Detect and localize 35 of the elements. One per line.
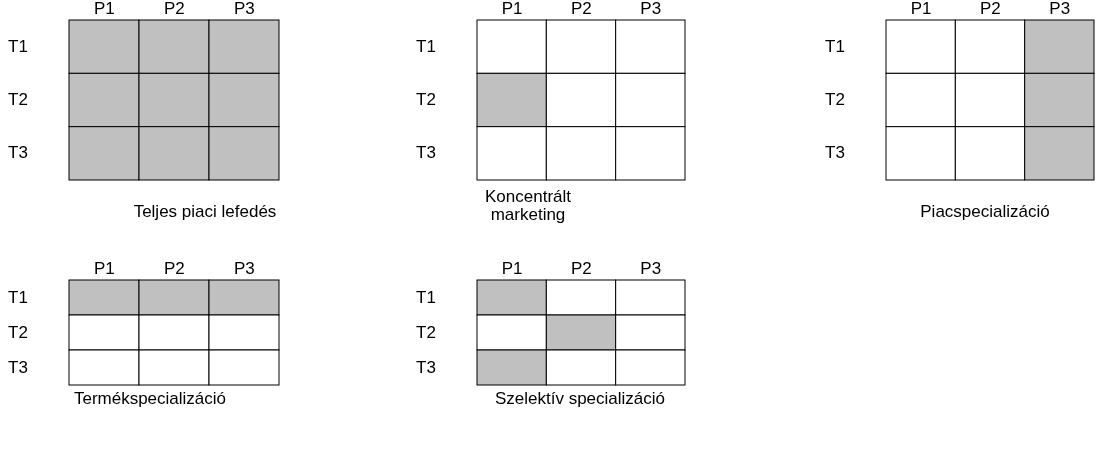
matrix-caption: Termékspecializáció (72, 390, 228, 408)
column-header: P2 (571, 260, 592, 278)
column-header: P1 (94, 0, 115, 18)
column-header: P1 (501, 260, 523, 278)
row-header: T2 (825, 91, 845, 109)
column-header: P3 (640, 260, 662, 278)
column-header: P3 (640, 0, 662, 18)
row-header: T1 (416, 288, 436, 307)
column-header: P2 (164, 0, 185, 18)
row-header: T3 (416, 358, 436, 377)
column-header: P3 (234, 260, 255, 278)
row-header: T1 (8, 288, 28, 307)
row-header: T2 (8, 91, 28, 109)
matrix-caption: Piacspecializáció (919, 203, 1051, 221)
row-header: T2 (8, 323, 28, 342)
column-header: P3 (234, 0, 255, 18)
row-header: T3 (8, 358, 28, 377)
column-header: P1 (910, 0, 932, 18)
matrix-caption: Teljes piaci lefedés (132, 203, 278, 221)
column-header: P2 (571, 0, 592, 18)
matrix-caption: Szelektív specializáció (493, 390, 667, 408)
row-header: T2 (416, 91, 436, 109)
row-header: T1 (8, 37, 28, 56)
row-header: T3 (825, 144, 845, 163)
column-header: P2 (980, 0, 1001, 18)
column-header: P1 (501, 0, 523, 18)
row-header: T3 (8, 144, 28, 163)
row-header: T1 (825, 37, 845, 56)
row-header: T2 (416, 323, 436, 342)
matrix-caption: Koncentrált marketing (484, 188, 572, 224)
row-header: T1 (416, 37, 436, 56)
column-header: P2 (164, 260, 185, 278)
row-header: T3 (416, 144, 436, 163)
column-header: P1 (94, 260, 115, 278)
column-header: P3 (1049, 0, 1071, 18)
